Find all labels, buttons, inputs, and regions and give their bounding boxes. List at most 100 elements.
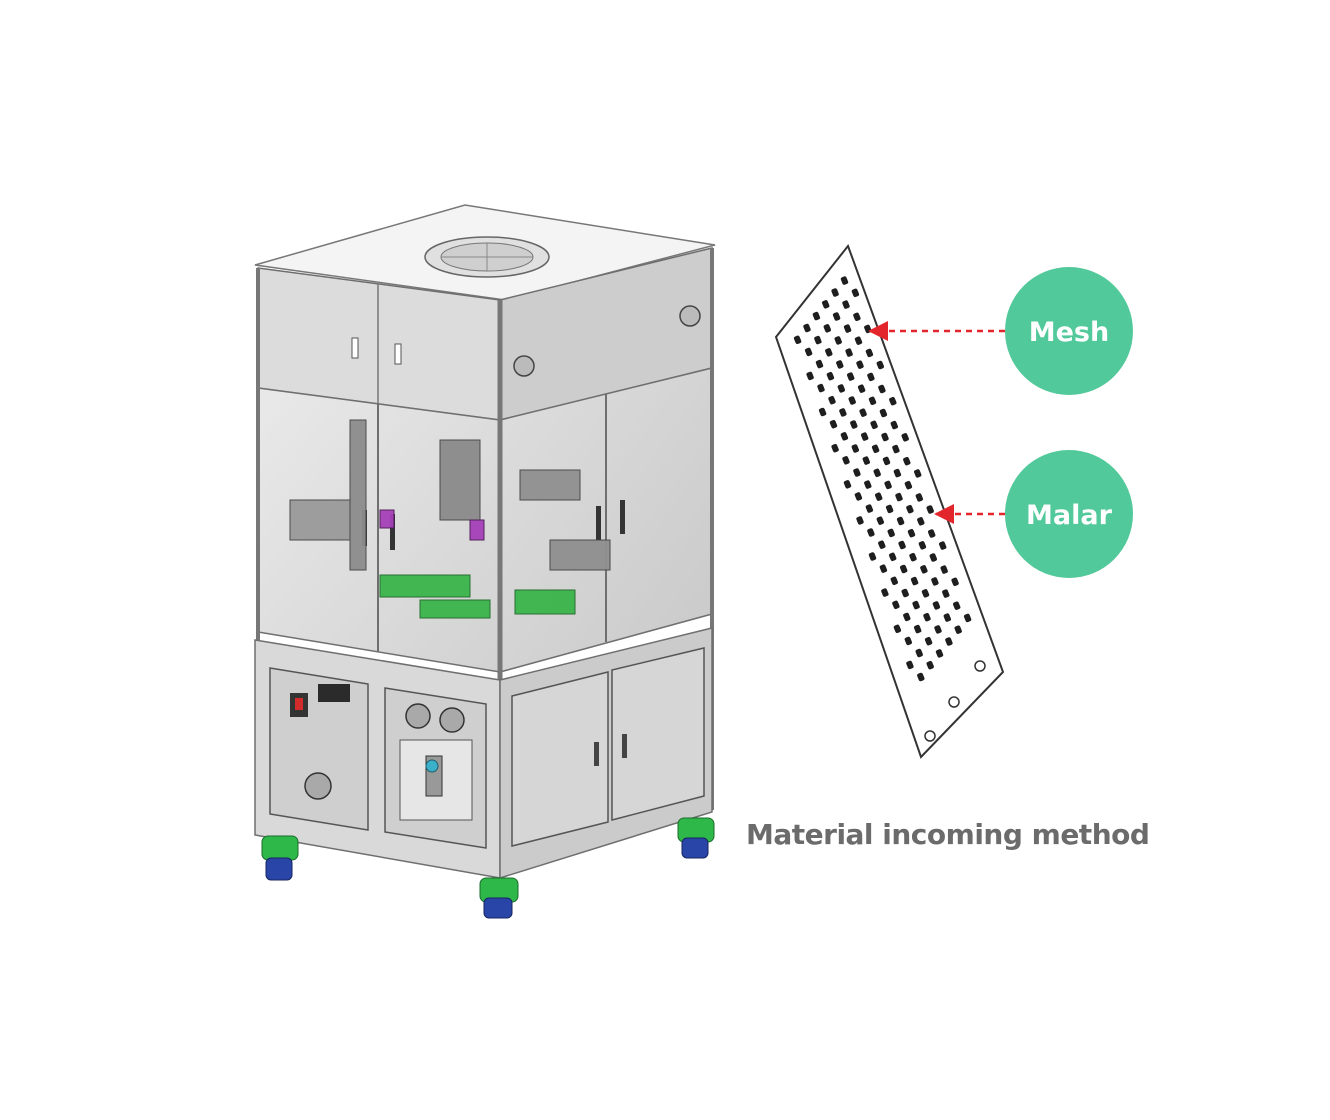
mesh-hole: [895, 492, 903, 502]
mesh-hole: [812, 311, 821, 321]
mesh-hole: [865, 504, 874, 513]
mesh-hole: [903, 612, 911, 622]
mesh-hole: [931, 577, 939, 586]
panel-fan-icon: [304, 772, 332, 800]
mesh-hole: [823, 324, 831, 333]
mesh-hole: [875, 492, 883, 501]
mesh-hole: [843, 480, 852, 489]
mesh-hole: [864, 480, 872, 489]
mesh-hole: [822, 300, 830, 309]
mesh-hole: [884, 480, 892, 490]
mesh-hole: [854, 336, 863, 345]
caster-wheel-icon: [261, 835, 299, 881]
mesh-hole: [904, 636, 912, 646]
mesh-hole: [840, 432, 849, 441]
mesh-hole-grid: [793, 276, 972, 682]
mesh-hole: [903, 456, 911, 466]
mesh-hole: [793, 335, 802, 345]
mesh-hole: [893, 624, 902, 634]
mesh-hole: [859, 408, 867, 417]
mesh-hole: [836, 360, 844, 369]
mesh-hole: [915, 648, 923, 658]
mesh-hole: [890, 576, 898, 586]
mesh-hole: [890, 420, 898, 430]
mesh-hole: [878, 384, 886, 394]
mesh-hole: [867, 528, 875, 537]
mesh-hole: [917, 517, 925, 526]
mesh-hole: [934, 625, 942, 634]
mesh-hole: [856, 360, 864, 369]
mesh-hole: [842, 456, 850, 465]
mesh-hole: [889, 552, 897, 562]
mesh-hole: [921, 589, 930, 598]
mesh-hole: [817, 383, 825, 393]
mesh-hole: [898, 540, 906, 550]
mesh-hole: [926, 505, 934, 514]
mesh-sheet-illustration: [774, 243, 1005, 759]
mesh-hole: [806, 371, 814, 381]
mesh-hole: [924, 636, 933, 646]
mesh-hole: [920, 565, 928, 574]
interior-mechanism: [289, 419, 611, 619]
mesh-hole: [853, 312, 861, 322]
mesh-hole: [917, 672, 925, 682]
mesh-hole: [929, 553, 937, 562]
mesh-hole: [942, 589, 950, 598]
mesh-hole: [893, 468, 902, 478]
mesh-hole: [848, 396, 856, 405]
mesh-hole: [862, 456, 870, 465]
mesh-hole: [932, 601, 941, 610]
mesh-hole: [876, 516, 884, 525]
mesh-hole: [865, 348, 874, 358]
mesh-hole: [868, 552, 877, 561]
mesh-hole: [953, 601, 961, 610]
mesh-hole: [840, 276, 849, 285]
mesh-hole: [857, 384, 866, 393]
mesh-hole: [842, 300, 850, 309]
mesh-hole: [892, 600, 900, 610]
mesh-hole: [847, 372, 855, 381]
mesh-hole: [906, 660, 914, 670]
mesh-hole: [901, 588, 909, 598]
mesh-hole: [940, 565, 948, 574]
mesh-hole: [882, 456, 891, 466]
mesh-hole: [825, 348, 833, 357]
mesh-hole: [867, 372, 875, 382]
mesh-hole: [914, 624, 922, 634]
mesh-hole: [826, 371, 835, 381]
mesh-hole: [928, 529, 936, 538]
caption: Material incoming method: [746, 818, 1150, 851]
mesh-hole: [870, 420, 878, 430]
mesh-hole: [887, 528, 895, 538]
mesh-hole: [853, 468, 861, 477]
mesh-hole: [918, 541, 927, 550]
mesh-hole: [804, 347, 813, 357]
mesh-hole: [904, 480, 913, 490]
mesh-hole: [912, 600, 920, 610]
mesh-hole: [843, 324, 852, 333]
mesh-hole: [914, 469, 922, 478]
mesh-hole: [909, 552, 917, 562]
mesh-hole: [935, 649, 944, 658]
mesh-hole: [943, 613, 951, 622]
mesh-hole: [851, 288, 860, 298]
mesh-hole: [879, 408, 888, 418]
mesh-hole: [868, 396, 877, 406]
mesh-hole: [951, 577, 959, 587]
mesh-hole: [878, 540, 886, 549]
mesh-hole: [831, 443, 839, 453]
mesh-hole: [954, 625, 962, 634]
mesh-sheet: [774, 243, 1005, 759]
mesh-hole: [834, 336, 842, 345]
mesh-hole: [850, 420, 858, 429]
mesh-hole: [915, 493, 923, 502]
mesh-callout: Mesh: [1005, 267, 1133, 395]
mesh-hole: [879, 564, 888, 573]
mesh-hole: [815, 359, 824, 369]
mesh-hole: [845, 348, 853, 357]
malar-callout-label: Malar: [1026, 500, 1113, 531]
mesh-hole: [945, 637, 953, 646]
mesh-hole: [818, 407, 827, 417]
mesh-hole: [910, 576, 919, 586]
